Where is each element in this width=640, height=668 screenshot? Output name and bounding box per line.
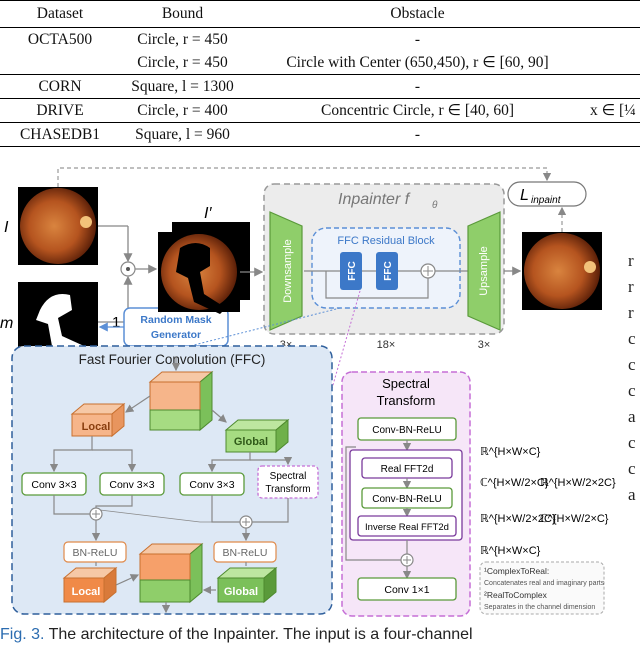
- mask-generator-label-1: Random Mask: [140, 314, 211, 326]
- caption-figure-number: Fig. 3.: [0, 626, 45, 643]
- cell-bound: Square, l = 1300: [120, 74, 245, 99]
- conv-bn-relu-label-1: Conv-BN-ReLU: [372, 425, 441, 436]
- architecture-figure: I m 1 − m Random Mask Generator I′ Inpai…: [0, 167, 616, 617]
- cell-dataset: CORN: [0, 74, 120, 99]
- legend-complex-to-real: ¹ComplexToReal:: [484, 566, 549, 576]
- input-tensor-global: [149, 409, 201, 431]
- cell-dataset: OCTA500: [27, 30, 93, 48]
- cell-bound: Square, l = 960: [120, 122, 245, 147]
- spectral-panel-title-2: Transform: [377, 393, 436, 408]
- loss-label: L: [520, 187, 529, 204]
- bn-relu-label-local: BN-ReLU: [73, 547, 118, 559]
- cell-obstacle: -: [245, 122, 590, 147]
- label-i: I: [4, 219, 9, 236]
- cell-obstacle: -: [414, 30, 421, 48]
- header-dataset: Dataset: [0, 0, 120, 28]
- dim-complex: ℂ^{H×W/2×C}: [480, 477, 549, 489]
- dim-complex-b: ℂ^{H×W/2×C}: [540, 513, 609, 525]
- ffc-label-1: FFC: [347, 261, 358, 280]
- mask-generator-label-2: Generator: [151, 329, 201, 341]
- real-fft2d-label: Real FFT2d: [381, 464, 434, 475]
- cell-dataset: [0, 51, 120, 75]
- ffc-block-2: [376, 252, 398, 290]
- loss-subscript: inpaint: [531, 195, 562, 206]
- upsample-block: [467, 211, 501, 331]
- table-row: OCTA500 Circle, r = 450 -: [0, 28, 640, 52]
- global-label-top: Global: [234, 436, 268, 448]
- cell-extra: [590, 51, 640, 75]
- inverse-real-fft2d-block: [357, 515, 457, 537]
- upsample-mult: 3×: [478, 339, 491, 351]
- results-table: Dataset Bound Obstacle OCTA500 Circle, r…: [0, 0, 640, 147]
- label-m: m: [0, 315, 13, 332]
- upsample-label: Upsample: [478, 246, 490, 296]
- inpainter-title: Inpainter f: [338, 191, 411, 208]
- inpainter-subscript: θ: [432, 200, 438, 211]
- output-tensor-global: [139, 579, 191, 603]
- dim-real-output: ℝ^{H×W×C}: [480, 545, 541, 557]
- conv1x1-label: Conv 1×1: [384, 584, 429, 596]
- figure-caption: Fig. 3. The architecture of the Inpainte…: [0, 626, 640, 644]
- header-obstacle: Obstacle: [245, 0, 590, 28]
- header-bound: Bound: [120, 0, 245, 28]
- downsample-label: Downsample: [282, 239, 294, 303]
- label-i-prime: I′: [204, 205, 212, 222]
- spectral-small-label-1: Spectral: [270, 471, 307, 482]
- table-row: DRIVE Circle, r = 400 Concentric Circle,…: [0, 98, 640, 123]
- dim-real-input: ℝ^{H×W×C}: [480, 446, 541, 458]
- conv3x3-label-2: Conv 3×3: [109, 479, 154, 491]
- fundus-image: [20, 188, 96, 264]
- conv-bn-relu-label-2: Conv-BN-ReLU: [372, 494, 441, 505]
- ffc-panel-title: Fast Fourier Convolution (FFC): [79, 352, 266, 367]
- spectral-small-label-2: Transform: [265, 484, 310, 495]
- bn-relu-label-global: BN-ReLU: [223, 547, 268, 559]
- downsample-block: [269, 211, 303, 331]
- bn-relu-local: [63, 541, 127, 563]
- loss-box: [507, 181, 587, 207]
- cell-extra: [590, 122, 640, 147]
- table-row: CORN Square, l = 1300 -: [0, 74, 640, 99]
- dim-real-2c: ℝ^{H×W/2×2C}: [540, 477, 616, 489]
- cell-obstacle: Circle with Center (650,450), r ∈ [60, 9…: [286, 54, 549, 71]
- conv3x3-label-3: Conv 3×3: [189, 479, 234, 491]
- caption-text: The architecture of the Inpainter. The i…: [48, 626, 473, 643]
- cell-extra: x ∈ [¼: [590, 98, 640, 123]
- legend-complex-to-real-desc: Concatenates real and imaginary parts: [484, 580, 605, 587]
- local-block-bottom: [63, 577, 105, 603]
- ffc-label-2: FFC: [383, 261, 394, 280]
- ffc-mult: 18×: [377, 339, 396, 351]
- cell-extra: [590, 74, 640, 99]
- cell-bound: Circle, r = 450: [137, 53, 228, 71]
- cell-obstacle: Concentric Circle, r ∈ [40, 60]: [245, 98, 590, 123]
- local-label-bottom: Local: [72, 586, 101, 598]
- global-block-bottom: [217, 577, 265, 603]
- global-label-bottom: Global: [224, 586, 258, 598]
- legend-real-to-complex: ²RealToComplex: [484, 590, 548, 600]
- dim-real-2c-b: ℝ^{H×W/2×2C}: [480, 513, 556, 525]
- ffc-block-1: [340, 252, 362, 290]
- cell-bound: Circle, r = 400: [120, 98, 245, 123]
- table-row: Circle, r = 450 Circle with Center (650,…: [0, 51, 640, 75]
- spectral-transform-small: [257, 465, 319, 499]
- cell-dataset: CHASEDB1: [0, 122, 120, 147]
- inverse-real-fft2d-label: Inverse Real FFT2d: [365, 522, 449, 533]
- legend-real-to-complex-desc: Separates in the channel dimension: [484, 604, 595, 611]
- spectral-panel-title-1: Spectral: [382, 376, 430, 391]
- cell-bound: Circle, r = 450: [137, 30, 228, 48]
- legend-box: [479, 561, 605, 615]
- bn-relu-global: [213, 541, 277, 563]
- ffc-residual-label: FFC Residual Block: [337, 235, 435, 247]
- local-label-top: Local: [82, 421, 111, 433]
- conv1x1-block: [357, 577, 457, 601]
- output-tensor-local: [139, 553, 191, 581]
- input-tensor-local: [149, 381, 201, 411]
- table-row: CHASEDB1 Square, l = 960 -: [0, 122, 640, 147]
- global-block-top: [225, 429, 277, 453]
- cell-dataset: DRIVE: [0, 98, 120, 123]
- conv3x3-label-1: Conv 3×3: [31, 479, 76, 491]
- output-fundus: [524, 233, 600, 309]
- cell-extra: [590, 28, 640, 52]
- cell-obstacle: -: [245, 74, 590, 99]
